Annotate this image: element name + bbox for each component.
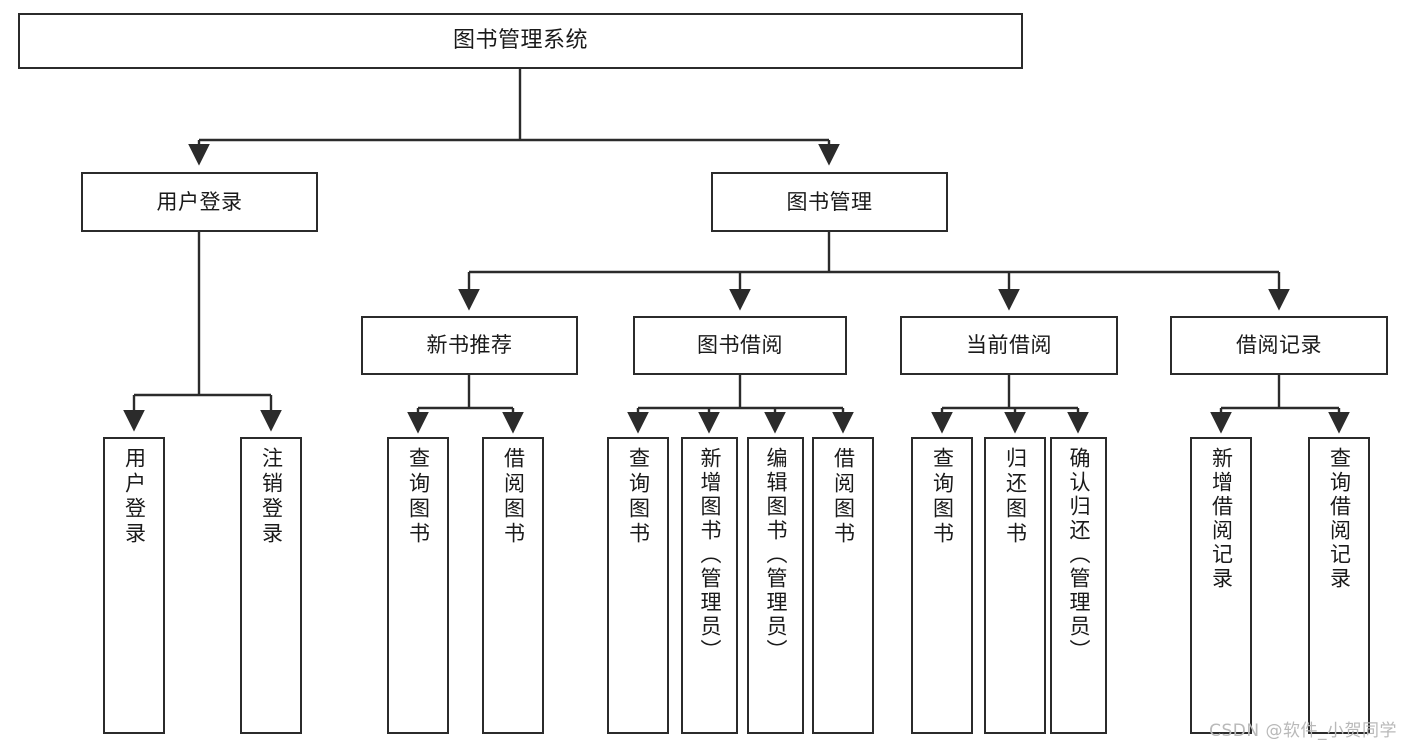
node-leaf-query-book-2[interactable]: 查询图书 xyxy=(607,437,669,734)
watermark: CSDN @软件_小贺同学 xyxy=(1209,721,1397,741)
node-current-borrow[interactable]: 当前借阅 xyxy=(900,316,1118,375)
node-leaf-borrow-book-2[interactable]: 借阅图书 xyxy=(812,437,874,734)
node-leaf-return-book[interactable]: 归还图书 xyxy=(984,437,1046,734)
node-book-management[interactable]: 图书管理 xyxy=(711,172,948,232)
node-user-login[interactable]: 用户登录 xyxy=(81,172,318,232)
node-book-management-label: 图书管理 xyxy=(786,189,873,214)
node-book-borrow-label: 图书借阅 xyxy=(697,333,783,358)
node-leaf-query-book-1[interactable]: 查询图书 xyxy=(387,437,449,734)
node-leaf-user-logout-label: 注销登录 xyxy=(259,447,284,547)
node-borrow-record-label: 借阅记录 xyxy=(1236,333,1322,358)
node-leaf-add-book[interactable]: 新增图书（管理员） xyxy=(681,437,738,734)
node-leaf-user-logout[interactable]: 注销登录 xyxy=(240,437,302,734)
node-root-label: 图书管理系统 xyxy=(452,28,588,54)
node-leaf-query-book-2-label: 查询图书 xyxy=(626,447,651,547)
node-new-book-recommend[interactable]: 新书推荐 xyxy=(361,316,578,375)
node-leaf-user-login[interactable]: 用户登录 xyxy=(103,437,165,734)
node-leaf-return-book-label: 归还图书 xyxy=(1003,447,1028,547)
node-new-book-recommend-label: 新书推荐 xyxy=(426,333,513,358)
node-leaf-borrow-book-1[interactable]: 借阅图书 xyxy=(482,437,544,734)
node-leaf-add-record[interactable]: 新增借阅记录 xyxy=(1190,437,1252,734)
node-current-borrow-label: 当前借阅 xyxy=(966,333,1052,358)
node-book-borrow[interactable]: 图书借阅 xyxy=(633,316,847,375)
node-leaf-query-record-label: 查询借阅记录 xyxy=(1327,447,1352,591)
node-borrow-record[interactable]: 借阅记录 xyxy=(1170,316,1388,375)
node-leaf-query-record[interactable]: 查询借阅记录 xyxy=(1308,437,1370,734)
node-user-login-label: 用户登录 xyxy=(156,189,243,214)
node-leaf-edit-book[interactable]: 编辑图书（管理员） xyxy=(747,437,804,734)
node-leaf-confirm-return[interactable]: 确认归还（管理员） xyxy=(1050,437,1107,734)
node-leaf-query-book-3[interactable]: 查询图书 xyxy=(911,437,973,734)
node-leaf-confirm-return-label: 确认归还（管理员） xyxy=(1067,447,1091,663)
node-leaf-edit-book-label: 编辑图书（管理员） xyxy=(764,447,788,663)
node-root[interactable]: 图书管理系统 xyxy=(18,13,1023,69)
node-leaf-add-book-label: 新增图书（管理员） xyxy=(698,447,722,663)
node-leaf-add-record-label: 新增借阅记录 xyxy=(1209,447,1234,591)
node-leaf-borrow-book-1-label: 借阅图书 xyxy=(501,447,526,547)
node-leaf-query-book-1-label: 查询图书 xyxy=(406,447,431,547)
node-leaf-borrow-book-2-label: 借阅图书 xyxy=(831,447,856,547)
node-leaf-user-login-label: 用户登录 xyxy=(122,447,147,547)
node-leaf-query-book-3-label: 查询图书 xyxy=(930,447,955,547)
